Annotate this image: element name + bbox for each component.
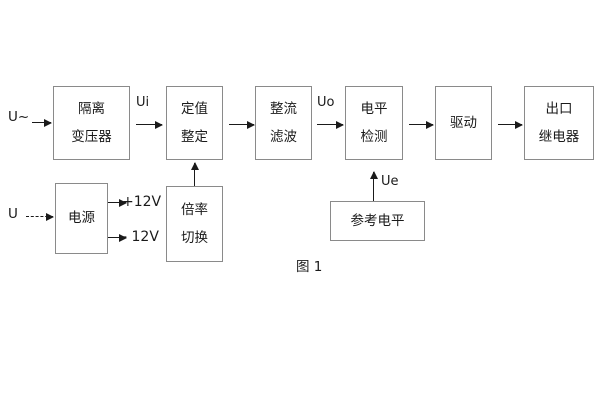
block-multiplier-switch-line2: 切换 [181,229,208,246]
signal-label-pos12v: +12V [122,194,162,210]
block-output-relay: 出口 继电器 [524,86,594,160]
arrow-dc-input-to-power-supply [26,213,54,221]
arrow-ac-input-to-isolation-transformer [32,118,52,127]
arrow-multiplier-switch-to-setting-value [190,162,199,186]
block-setting-value: 定值 整定 [166,86,223,160]
figure-caption: 图 1 [296,259,323,275]
block-drive: 驱动 [435,86,492,160]
block-drive-line1: 驱动 [450,114,477,131]
arrow-setting-value-to-rectify-filter [229,120,255,129]
block-multiplier-switch: 倍率 切换 [166,186,223,262]
signal-label-ue: Ue [381,174,399,189]
block-output-relay-line1: 出口 [545,101,573,118]
block-reference-level-line1: 参考电平 [350,212,405,229]
signal-label-uo: Uo [317,95,335,110]
block-power-supply-line1: 电源 [68,210,95,227]
block-setting-value-line1: 定值 [181,101,208,118]
block-level-detect: 电平 检测 [345,86,403,160]
arrow-reference-level-to-level-detect [369,171,378,201]
block-rectify-filter-line1: 整流 [270,101,297,118]
arrow-isolation-transformer-to-setting-value [136,120,163,129]
signal-label-ui: Ui [136,95,150,110]
block-rectify-filter: 整流 滤波 [255,86,312,160]
block-reference-level: 参考电平 [330,201,425,241]
block-isolation-transformer: 隔离 变压器 [53,86,130,160]
block-isolation-transformer-line1: 隔离 [78,101,105,118]
block-level-detect-line2: 检测 [360,128,388,145]
block-setting-value-line2: 整定 [181,128,208,145]
dc-input-label: U [8,206,18,222]
block-output-relay-line2: 继电器 [538,128,580,145]
block-multiplier-switch-line1: 倍率 [181,202,208,219]
signal-label-neg12v: - 12V [122,229,159,245]
ac-input-label: U~ [8,109,30,125]
arrow-power-supply-to-neg12v [108,233,127,242]
arrow-drive-to-output-relay [498,120,523,129]
arrow-rectify-filter-to-level-detect [317,120,344,129]
block-power-supply: 电源 [55,183,108,254]
arrow-level-detect-to-drive [409,120,434,129]
arrow-power-supply-to-pos12v [108,198,127,207]
block-isolation-transformer-line2: 变压器 [71,128,112,145]
block-level-detect-line1: 电平 [360,101,388,118]
block-rectify-filter-line2: 滤波 [270,128,297,145]
